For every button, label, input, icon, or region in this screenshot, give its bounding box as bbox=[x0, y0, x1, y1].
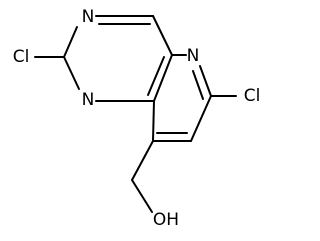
chlorine-label-left: Cl bbox=[13, 47, 30, 67]
bond-c6-c7 bbox=[190, 95, 212, 142]
bond-c-top-c4a bbox=[152, 15, 173, 56]
bonds bbox=[34, 15, 237, 213]
nitrogen-label-top: N bbox=[82, 7, 95, 27]
bond-ch2-o bbox=[131, 179, 153, 213]
chemical-structure: Cl N N N Cl OH bbox=[13, 7, 261, 230]
bond-c2-n3 bbox=[63, 56, 80, 90]
chlorine-label-right: Cl bbox=[244, 86, 261, 106]
atom-labels: Cl N N N Cl OH bbox=[13, 7, 261, 230]
bond-c4a-c8a-double bbox=[147, 56, 165, 96]
bond-n5-c6-double bbox=[192, 70, 204, 100]
nitrogen-label-pyridine: N bbox=[187, 46, 200, 66]
bond-c4a-c8a bbox=[153, 54, 173, 102]
bond-n5-c6 bbox=[199, 65, 212, 97]
bond-c2-n1 bbox=[63, 26, 78, 58]
bond-c8-c8a bbox=[152, 100, 155, 142]
hydroxyl-label: OH bbox=[153, 210, 179, 230]
bond-c8-ch2 bbox=[131, 140, 154, 181]
nitrogen-label-bottom: N bbox=[82, 90, 95, 110]
